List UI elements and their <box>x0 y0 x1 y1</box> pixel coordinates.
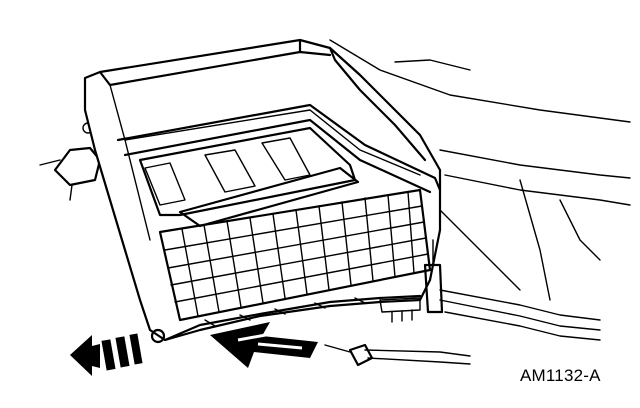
filter-grille <box>158 188 432 322</box>
figure-reference-code: AM1132-A <box>520 366 601 385</box>
filter-top-panels <box>138 126 360 228</box>
arrow-up-right-icon <box>210 322 318 368</box>
retaining-clip <box>379 239 444 323</box>
arrow-left-icon <box>70 333 143 376</box>
dash-panel <box>329 39 631 341</box>
housing-lower-lip <box>150 294 422 344</box>
screw-fastener <box>324 343 471 367</box>
